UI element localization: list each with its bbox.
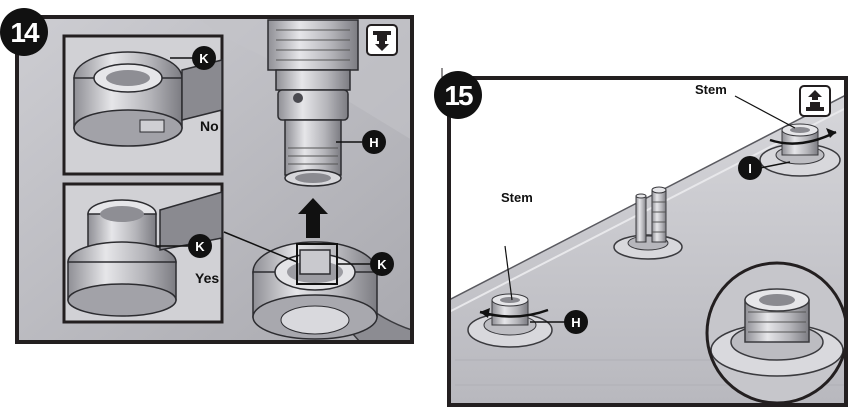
svg-text:K: K bbox=[195, 239, 205, 254]
fitting-i bbox=[759, 123, 841, 177]
step-14-frame bbox=[15, 15, 414, 344]
callout-k-bottom: K bbox=[188, 234, 212, 258]
label-yes: Yes bbox=[195, 270, 219, 286]
collar-k bbox=[252, 241, 378, 340]
svg-text:K: K bbox=[377, 257, 387, 272]
center-stem bbox=[613, 186, 683, 260]
step-15-panel: Stem Stem I H 15 bbox=[434, 68, 848, 407]
remove-icon bbox=[366, 24, 398, 56]
svg-text:I: I bbox=[748, 161, 752, 176]
step-14-panel: No Yes K K H bbox=[0, 8, 414, 344]
detail-magnifier bbox=[705, 261, 846, 405]
svg-text:H: H bbox=[369, 135, 378, 150]
inset-no bbox=[62, 34, 224, 176]
callout-k-top: K bbox=[192, 46, 216, 70]
svg-text:H: H bbox=[571, 315, 580, 330]
callout-i: I bbox=[738, 156, 762, 180]
step-15-frame bbox=[447, 76, 848, 407]
svg-text:15: 15 bbox=[444, 80, 473, 111]
svg-text:14: 14 bbox=[10, 17, 40, 48]
step-15-number: 15 bbox=[434, 71, 482, 119]
step-14-number: 14 bbox=[0, 8, 48, 56]
callout-h-step15: H bbox=[564, 310, 588, 334]
install-icon bbox=[799, 85, 831, 117]
label-no: No bbox=[200, 118, 219, 134]
callout-k-main: K bbox=[370, 252, 394, 276]
up-arrow-icon bbox=[298, 198, 328, 238]
valve-h-body bbox=[267, 19, 359, 187]
label-stem-top: Stem bbox=[695, 82, 727, 97]
label-stem-left: Stem bbox=[501, 190, 533, 205]
svg-text:K: K bbox=[199, 51, 209, 66]
callout-h-step14: H bbox=[362, 130, 386, 154]
